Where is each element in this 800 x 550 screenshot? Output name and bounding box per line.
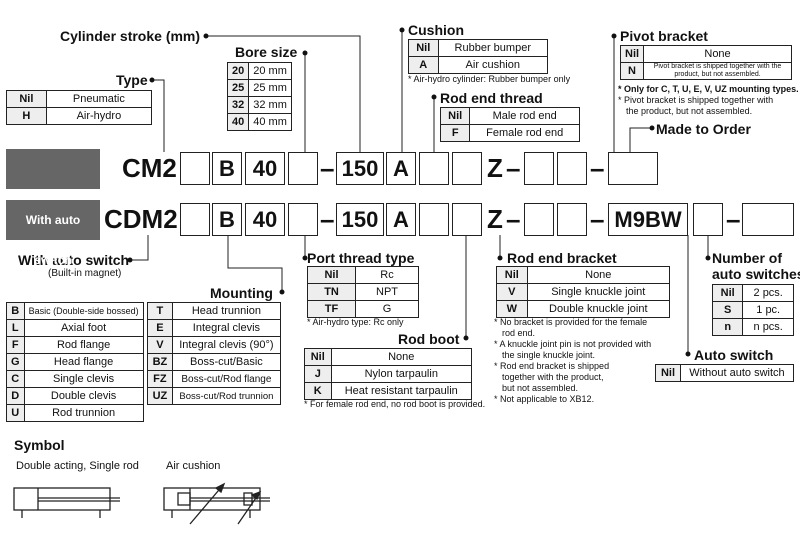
row2-switch-box: M9BW xyxy=(608,203,688,236)
made-to-order-label: Made to Order xyxy=(656,121,751,137)
row1-stroke-box: 150 xyxy=(336,152,384,185)
row1-dash-3: – xyxy=(590,153,605,183)
row2-pivot-box xyxy=(557,203,587,236)
rb-note-5: * Rod end bracket is shipped xyxy=(494,361,610,371)
row2-made-box xyxy=(742,203,794,236)
row2-cushion-box: A xyxy=(386,203,416,236)
row1-rod-bracket-box xyxy=(524,152,554,185)
symbol-title: Symbol xyxy=(14,437,65,453)
row1-z: Z xyxy=(487,153,503,183)
row2-bore-box: 40 xyxy=(245,203,285,236)
rod-thread-label: Rod end thread xyxy=(440,90,543,106)
row1-bore-box: 40 xyxy=(245,152,285,185)
row1-prefix: CM2 xyxy=(122,153,177,183)
air-cushion-symbol xyxy=(163,482,270,525)
row1-dash-2: – xyxy=(506,153,521,183)
type-label: Type xyxy=(116,72,148,88)
row2-dash-1: – xyxy=(320,204,335,234)
with-auto-switch-label: With auto switch xyxy=(18,252,130,268)
symbol-air-cushion-label: Air cushion xyxy=(166,460,221,472)
row2-mount-box: B xyxy=(212,203,242,236)
cushion-label: Cushion xyxy=(408,22,464,38)
row1-type-box xyxy=(180,152,210,185)
row2-prefix: CDM2 xyxy=(104,204,178,234)
row2-type-box xyxy=(180,203,210,236)
row2-port-box xyxy=(288,203,318,236)
rod-boot-label: Rod boot xyxy=(398,331,460,347)
row1-made-box xyxy=(608,152,658,185)
mounting-label: Mounting xyxy=(210,285,273,301)
row1-port-box xyxy=(288,152,318,185)
symbol-double-acting-label: Double acting, Single rod xyxy=(16,460,139,472)
row1-rod-boot-box xyxy=(452,152,482,185)
row2-stroke-box: 150 xyxy=(336,203,384,236)
rb-note-7: but not assembled. xyxy=(502,383,579,393)
auto-switch-label: Auto switch xyxy=(694,347,774,363)
row2-badge: With auto switch xyxy=(6,200,100,267)
rod-boot-note: * For female rod end, no rod boot is pro… xyxy=(304,399,486,409)
cylinder-symbols xyxy=(13,482,270,525)
pivot-note-2: * Pivot bracket is shipped together with xyxy=(618,95,774,105)
rb-note-1: * No bracket is provided for the female xyxy=(494,317,648,327)
port-note: * Air-hydro type: Rc only xyxy=(307,317,404,327)
rod-bracket-label: Rod end bracket xyxy=(507,250,617,266)
num-switch-label-2: auto switches xyxy=(712,266,800,282)
row2-z: Z xyxy=(487,204,503,234)
row1-pivot-box xyxy=(557,152,587,185)
row2-dash-4: – xyxy=(726,204,741,234)
pivot-label: Pivot bracket xyxy=(620,28,708,44)
row1-mount-box: B xyxy=(212,152,242,185)
pivot-note-1: * Only for C, T, U, E, V, UZ mounting ty… xyxy=(618,84,799,94)
rb-note-4: the single knuckle joint. xyxy=(502,350,596,360)
rb-note-3: * A knuckle joint pin is not provided wi… xyxy=(494,339,652,349)
row2-num-switch-box xyxy=(693,203,723,236)
stroke-label: Cylinder stroke (mm) xyxy=(60,28,201,44)
row1-rod-thread-box xyxy=(419,152,449,185)
rb-note-6: together with the product, xyxy=(502,372,604,382)
pivot-note-3: the product, but not assembled. xyxy=(626,106,753,116)
row2-rod-bracket-box xyxy=(524,203,554,236)
row1-dash-1: – xyxy=(320,153,335,183)
row1-placeholder xyxy=(6,149,100,189)
double-acting-symbol xyxy=(13,487,120,518)
cushion-note: * Air-hydro cylinder: Rubber bumper only xyxy=(408,74,571,84)
row2-rod-thread-box xyxy=(419,203,449,236)
port-label: Port thread type xyxy=(307,250,415,266)
row2-rod-boot-box xyxy=(452,203,482,236)
rb-note-2: rod end. xyxy=(502,328,536,338)
row2-dash-2: – xyxy=(506,204,521,234)
row2-dash-3: – xyxy=(590,204,605,234)
bore-label: Bore size xyxy=(235,44,298,60)
row1-cushion-box: A xyxy=(386,152,416,185)
with-auto-switch-sub: (Built-in magnet) xyxy=(48,268,122,279)
rb-note-8: * Not applicable to XB12. xyxy=(494,394,595,404)
num-switch-label-1: Number of xyxy=(712,250,782,266)
